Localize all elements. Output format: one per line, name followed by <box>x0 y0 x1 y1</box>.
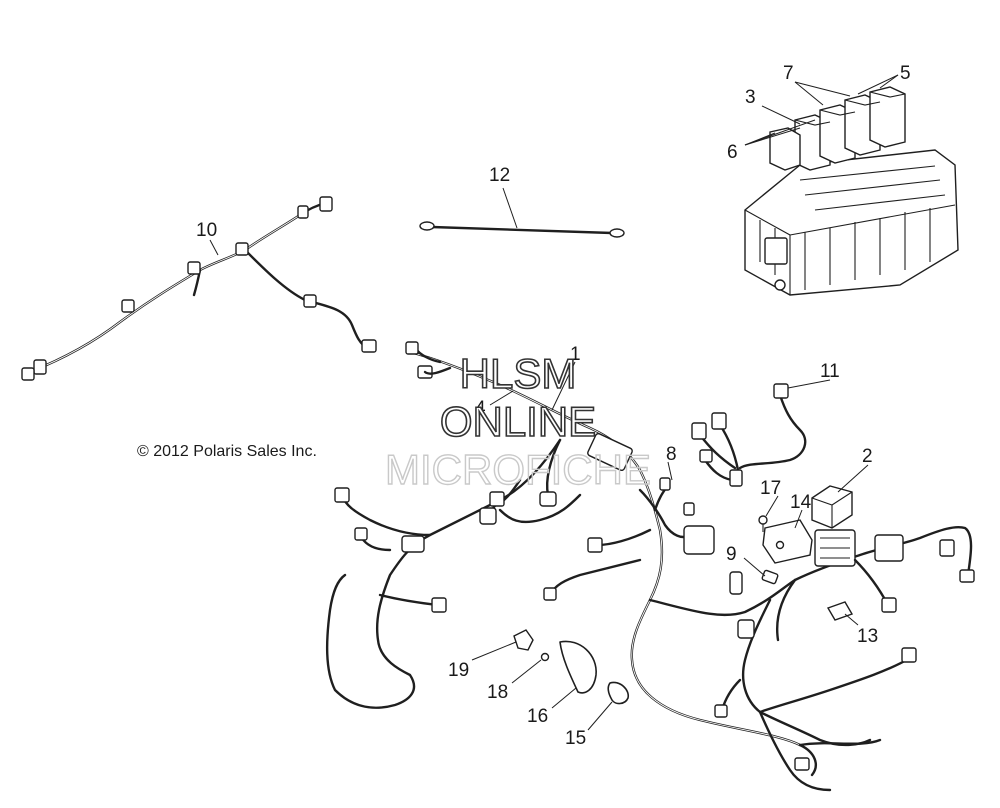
part-18-nut <box>540 652 550 662</box>
part-15-cable-tie <box>607 681 630 705</box>
callout-labels: 10 12 1 4 8 11 2 17 14 9 13 19 18 16 15 … <box>196 63 911 749</box>
part-19-boot <box>513 629 534 651</box>
callout-16: 16 <box>527 706 548 727</box>
callout-18: 18 <box>487 682 508 703</box>
part-9-clip <box>761 569 779 585</box>
callout-6: 6 <box>727 142 738 163</box>
callout-15: 15 <box>565 728 586 749</box>
leader-lines <box>209 74 899 731</box>
callout-1: 1 <box>570 344 581 365</box>
callout-14: 14 <box>790 492 812 513</box>
callout-2: 2 <box>862 446 873 467</box>
watermark: HLSM ONLINE MICROFICHE <box>384 349 651 494</box>
callout-5: 5 <box>900 63 911 84</box>
part-11-sub-harness <box>691 383 807 487</box>
watermark-line-1: HLSM <box>460 350 577 397</box>
callout-11: 11 <box>820 361 840 382</box>
callout-7: 7 <box>783 63 794 84</box>
watermark-line-3: MICROFICHE <box>385 446 651 493</box>
part-12-ground-cable <box>419 187 625 238</box>
part-17-screw <box>758 515 768 532</box>
part-14-bracket <box>762 519 813 564</box>
part-1-main-harness <box>325 341 975 792</box>
fuse-relay-box <box>744 86 959 296</box>
callout-17: 17 <box>760 478 781 499</box>
callout-19: 19 <box>448 660 469 681</box>
callout-3: 3 <box>745 87 756 108</box>
watermark-line-2: ONLINE <box>440 398 596 445</box>
part-2-cover <box>811 485 853 529</box>
callout-12: 12 <box>489 165 510 186</box>
part-16-cable-tie <box>559 640 597 694</box>
callout-10: 10 <box>196 220 217 241</box>
part-10-rear-harness <box>21 196 377 381</box>
copyright-notice: © 2012 Polaris Sales Inc. <box>137 443 317 460</box>
callout-4: 4 <box>475 398 486 419</box>
callout-8: 8 <box>666 444 677 465</box>
callout-13: 13 <box>857 626 878 647</box>
callout-9: 9 <box>726 544 737 565</box>
